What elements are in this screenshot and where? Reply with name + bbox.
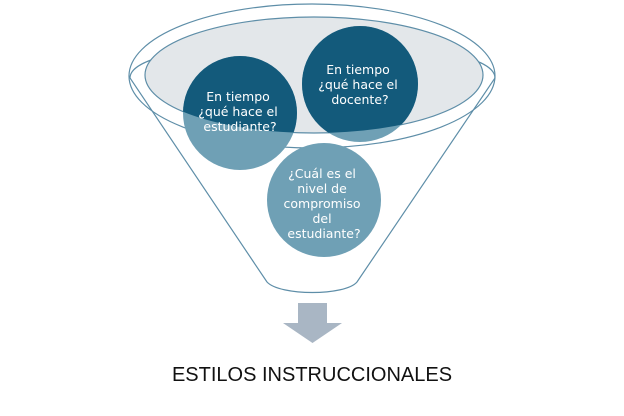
- circle-commitment-text: ¿Cuál es el nivel de compromiso del estu…: [284, 166, 365, 241]
- down-arrow-icon: [283, 303, 342, 343]
- circle-student-text: En tiempo ¿qué hace el estudiante?: [198, 89, 281, 134]
- circle-student-time: [183, 56, 297, 133]
- circle-teacher-text: En tiempo ¿qué hace el docente?: [318, 62, 401, 107]
- circle-commitment: [267, 143, 381, 257]
- diagram-title: ESTILOS INSTRUCCIONALES: [172, 364, 452, 386]
- circle-teacher-time: [302, 26, 418, 133]
